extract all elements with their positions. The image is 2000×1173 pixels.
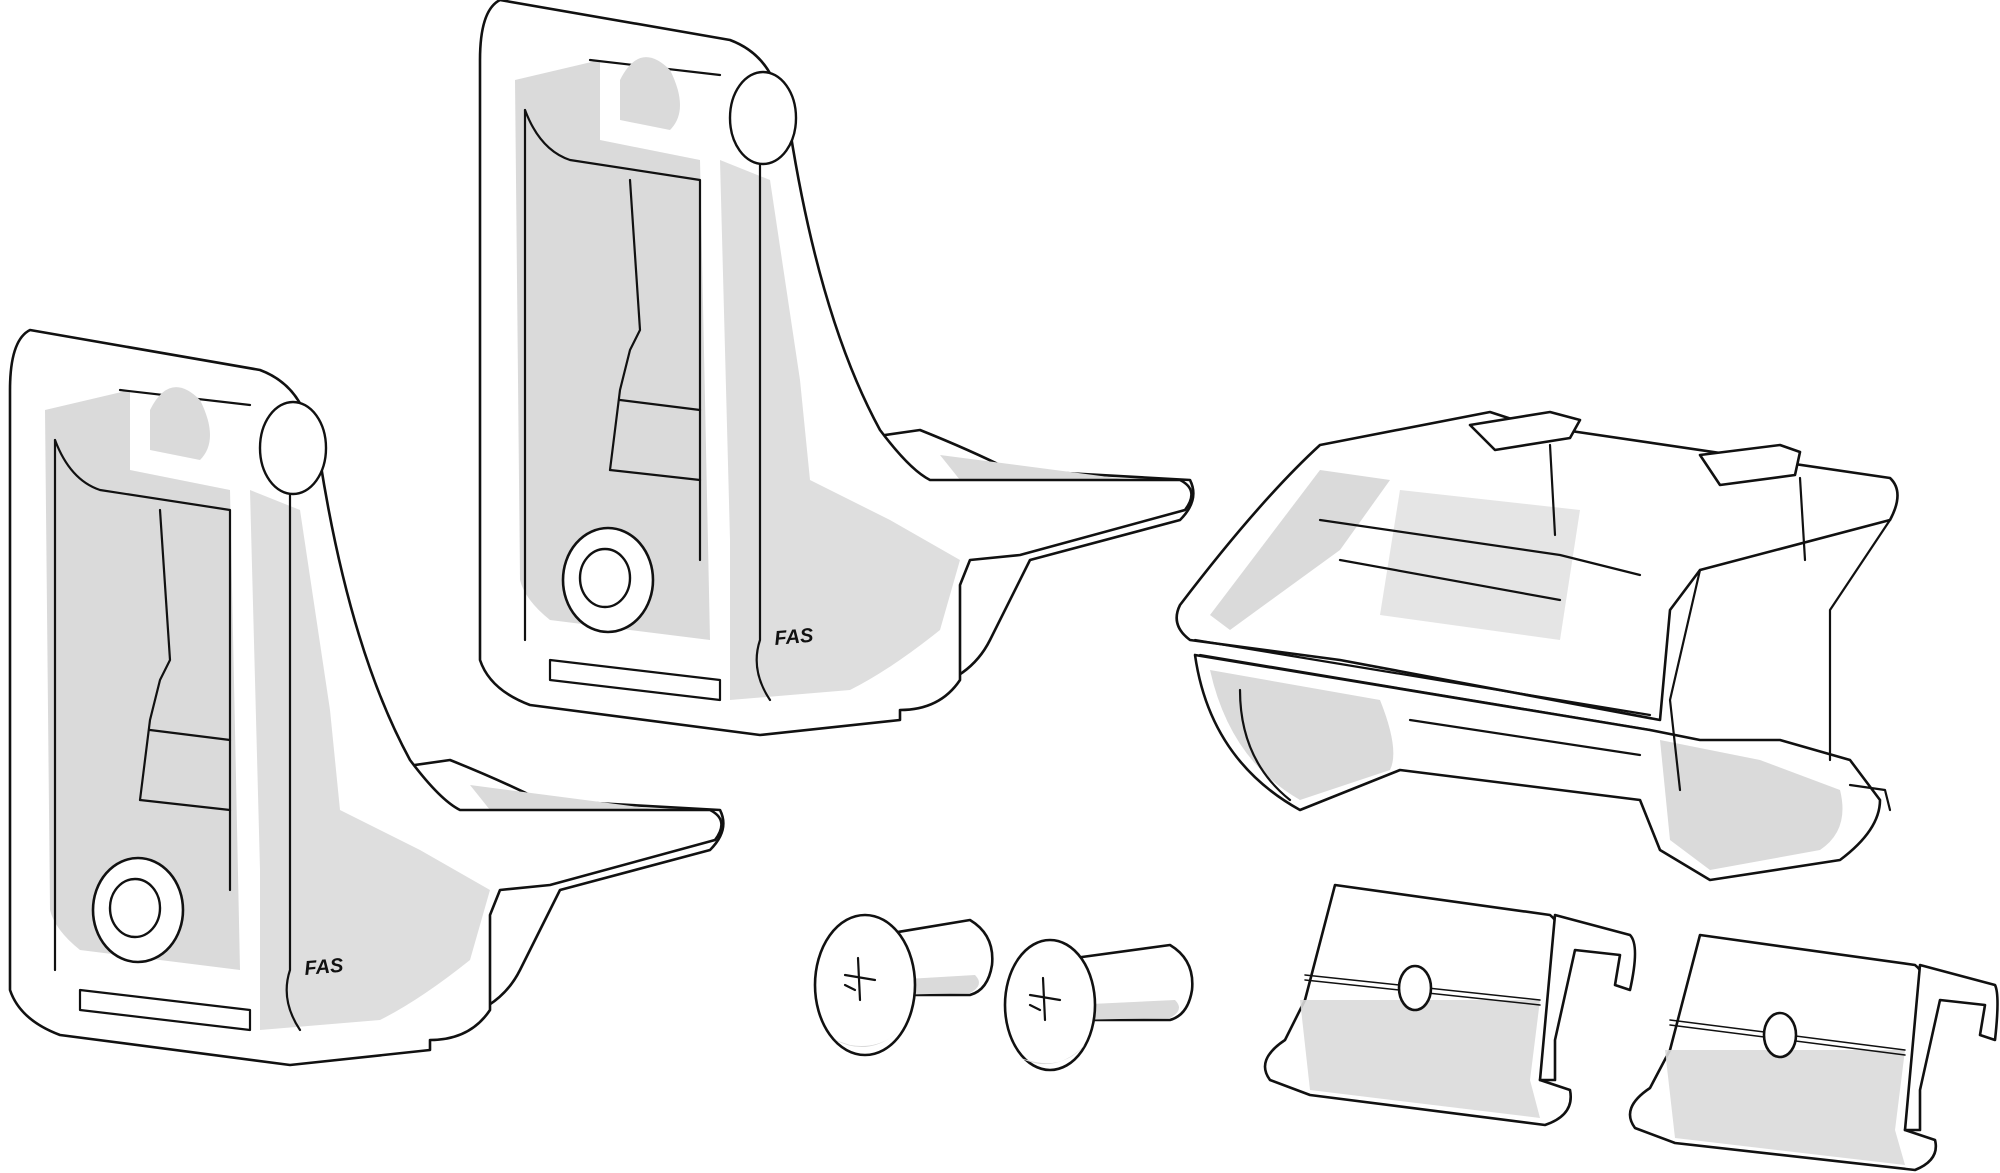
clip-1 <box>1263 883 1637 1127</box>
bracket-front-boss-hole <box>108 877 162 939</box>
screw-1-head <box>813 913 917 1057</box>
bracket-back-pivot-hole <box>728 70 798 166</box>
clip-1-rivet <box>1397 964 1433 1012</box>
screw-1 <box>813 913 994 1057</box>
bracket-front-pivot-hole <box>258 400 328 496</box>
bracket-front-marking: FAS <box>304 955 345 980</box>
clip-2-rivet <box>1762 1011 1798 1059</box>
clamp-housing-tab-right <box>1698 443 1802 487</box>
screw-2-head <box>1003 938 1097 1072</box>
screw-1-cross-icon <box>843 956 877 1002</box>
bracket-back: FAS <box>478 0 1195 737</box>
bracket-front: FAS <box>8 328 725 1067</box>
screw-2-cross-icon <box>1028 976 1062 1022</box>
bracket-back-marking: FAS <box>774 625 815 650</box>
clamp-housing <box>1175 410 1899 882</box>
screw-2 <box>1003 938 1194 1072</box>
clip-1-hook <box>1538 913 1637 1082</box>
clip-2 <box>1628 933 1999 1172</box>
clamp-housing-tab-left <box>1468 410 1582 452</box>
clip-2-hook <box>1903 963 1999 1132</box>
bracket-back-boss-hole <box>578 547 632 609</box>
